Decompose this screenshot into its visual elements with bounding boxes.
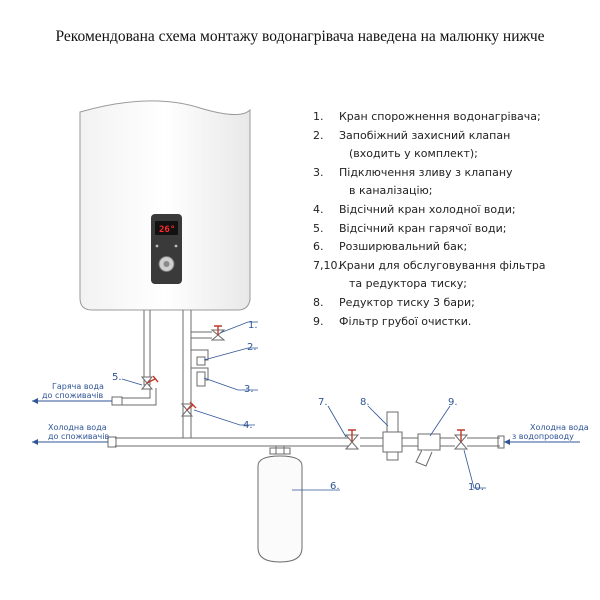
legend-item-number: 6.: [313, 240, 324, 254]
legend-item-number: 9.: [313, 314, 324, 328]
hot-out-label-1: Гаряча вода: [52, 382, 104, 391]
main-horizontal-pipe: [115, 437, 352, 447]
cold-in-label-2: з водопроводу: [512, 432, 574, 441]
page-title: Рекомендована схема монтажу водонагрівач…: [55, 28, 545, 45]
cold-in-label-1: Холодна вода: [530, 423, 589, 432]
drain-valve-icon[interactable]: [210, 325, 226, 341]
legend-item-text: Крани для обслуговування фільтра: [339, 258, 546, 272]
callout-9: 9.: [448, 397, 458, 408]
legend-item: 1. Кран спорожнення водонагрівача;: [305, 108, 595, 127]
cold-inlet-pipe: [182, 310, 192, 438]
legend-item-number: 8.: [313, 295, 324, 309]
callout-7: 7.: [318, 397, 328, 408]
legend-item-number: 4.: [313, 202, 324, 216]
legend-item-number: 3.: [313, 165, 324, 179]
legend-item-continuation: та редуктора тиску;: [349, 277, 467, 291]
legend-item-text: Запобіжний захисний клапан: [339, 128, 511, 142]
cold-out-label-2: до споживачів: [48, 432, 109, 441]
safety-valve-icon: [196, 356, 206, 366]
legend-item-text: Кран спорожнення водонагрівача;: [339, 110, 541, 123]
cold-shutoff-valve-icon[interactable]: [180, 401, 197, 417]
filter-service-valve-10-icon[interactable]: [453, 429, 469, 450]
callout-1: 1.: [248, 320, 258, 331]
legend-item-continuation: в каналізацію;: [349, 184, 433, 198]
temperature-display: 26°: [159, 225, 175, 235]
legend-item: 3. Підключення зливу з клапану: [305, 164, 595, 183]
flow-arrows: [32, 398, 580, 445]
legend-item-number: 7,10.: [313, 258, 341, 272]
legend-item-number: 1.: [313, 110, 324, 123]
legend-item-number: 2.: [313, 128, 324, 142]
drain-connection-icon: [196, 371, 206, 387]
callout-8: 8.: [360, 397, 370, 408]
expansion-tank: [257, 455, 303, 563]
hot-out-label-2: до споживачів: [42, 391, 103, 400]
legend-item: 6. Розширювальний бак;: [305, 238, 595, 257]
legend-item-number: 5.: [313, 221, 324, 235]
legend-item-text: Відсічний кран гарячої води;: [339, 221, 507, 235]
callout-2: 2.: [247, 342, 257, 353]
hot-shutoff-valve-icon[interactable]: [140, 375, 159, 390]
pressure-reducer-icon: [382, 411, 403, 461]
callout-10: 10.: [468, 482, 484, 493]
legend-item: 7,10.Крани для обслуговування фільтра: [305, 257, 595, 276]
legend-list: 1. Кран спорожнення водонагрівача; 2. Запоб…: [305, 108, 595, 331]
cold-out-label-1: Холодна вода: [48, 423, 107, 432]
legend-item: 5. Відсічний кран гарячої води;: [305, 220, 595, 239]
legend-item: 4. Відсічний кран холодної води;: [305, 201, 595, 220]
hot-water-pipe: [121, 310, 157, 406]
legend-item: 8. Редуктор тиску 3 бари;: [305, 294, 595, 313]
legend-item-text: Розширювальний бак;: [339, 240, 468, 254]
callout-6: 6.: [330, 481, 340, 492]
callout-3: 3.: [244, 384, 254, 395]
control-panel: 26°: [151, 214, 182, 284]
legend-item-text: Підключення зливу з клапану: [339, 165, 513, 179]
callout-lines: [121, 321, 486, 491]
legend-item-text: Відсічний кран холодної води;: [339, 202, 516, 216]
legend-item: 9. Фільтр грубої очистки.: [305, 313, 595, 332]
coarse-filter-icon: [415, 433, 441, 467]
legend-item-text: Редуктор тиску 3 бари;: [339, 295, 475, 309]
water-heater-body: [79, 100, 251, 311]
legend-item: 2. Запобіжний захисний клапан: [305, 127, 595, 146]
legend-item-continuation: (входить у комплект);: [349, 147, 478, 161]
callout-4: 4.: [243, 420, 253, 431]
legend-item-text: Фільтр грубої очистки.: [339, 314, 472, 328]
callout-5: 5.: [112, 372, 122, 383]
filter-service-valve-7-icon[interactable]: [344, 429, 360, 450]
